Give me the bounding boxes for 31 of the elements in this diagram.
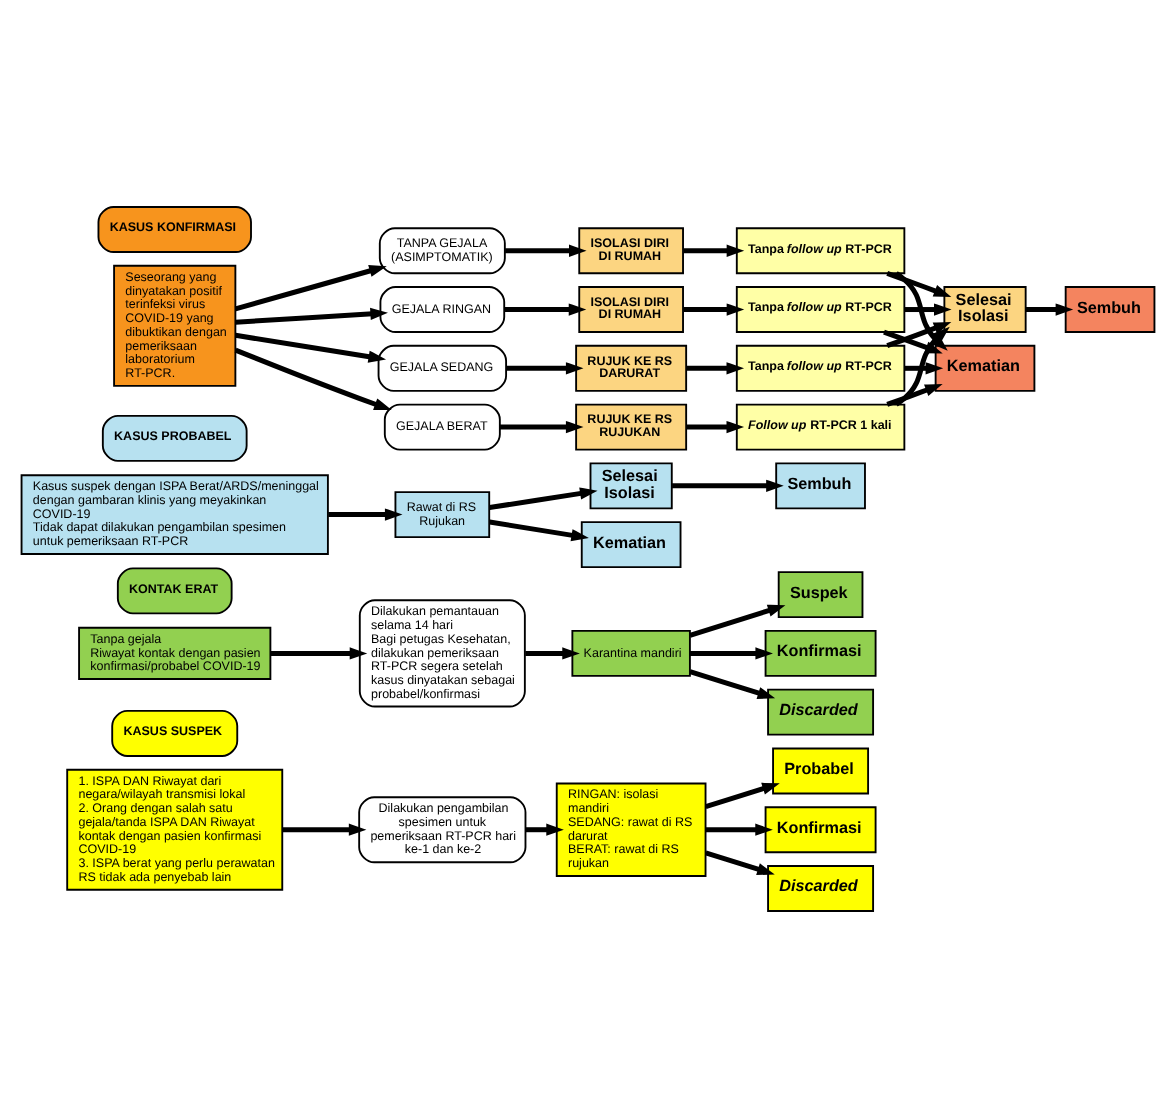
arrow bbox=[235, 306, 388, 324]
arrow bbox=[504, 302, 587, 315]
arrow bbox=[886, 270, 952, 297]
arrow bbox=[686, 419, 745, 433]
arrow bbox=[705, 822, 773, 835]
arrow bbox=[683, 243, 745, 256]
arrow bbox=[234, 346, 392, 410]
arrow bbox=[235, 331, 387, 362]
arrow bbox=[270, 646, 368, 659]
arrow bbox=[500, 419, 584, 433]
arrow bbox=[689, 603, 786, 637]
arrow bbox=[683, 302, 745, 315]
arrow bbox=[234, 264, 387, 311]
arrow bbox=[689, 668, 776, 698]
arrow bbox=[672, 478, 784, 491]
arrow bbox=[904, 361, 944, 374]
arrow bbox=[505, 243, 587, 256]
arrow bbox=[282, 822, 367, 835]
arrow bbox=[705, 849, 775, 875]
arrow bbox=[886, 383, 943, 406]
arrow bbox=[705, 781, 780, 809]
arrow bbox=[525, 646, 580, 659]
arrow bbox=[686, 361, 745, 374]
arrow bbox=[690, 646, 773, 659]
arrow bbox=[525, 822, 564, 835]
arrow bbox=[1025, 302, 1074, 315]
arrow bbox=[328, 507, 403, 520]
arrow bbox=[506, 361, 584, 374]
arrow bbox=[489, 486, 598, 509]
arrow bbox=[489, 518, 589, 541]
arrow bbox=[904, 302, 952, 315]
